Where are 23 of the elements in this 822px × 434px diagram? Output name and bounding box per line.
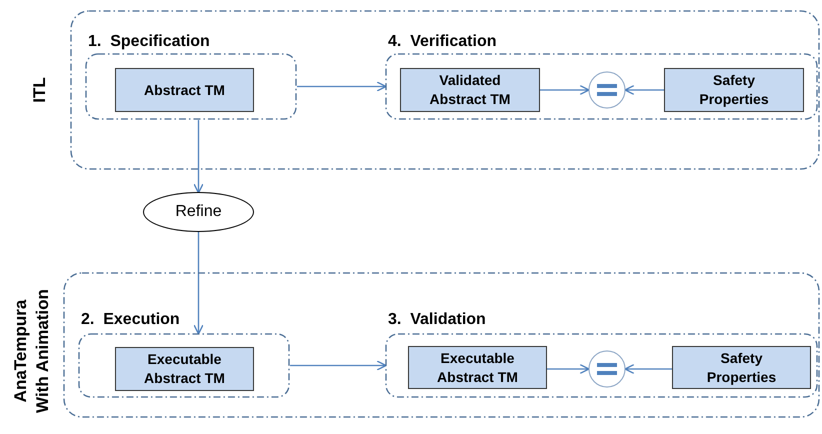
group-heading: 2. Execution <box>81 310 180 330</box>
process-box: Abstract TM <box>115 68 254 112</box>
arrow <box>193 120 204 194</box>
group-label: AnaTempura With Animation <box>10 288 52 415</box>
arrow <box>624 364 672 374</box>
ellipse-node: Refine <box>143 192 254 232</box>
arrow <box>290 360 387 371</box>
arrow <box>624 84 664 96</box>
arrow <box>193 232 204 335</box>
process-box: Executable Abstract TM <box>115 347 254 391</box>
arrow <box>547 364 590 374</box>
arrow <box>540 84 590 96</box>
equals-symbol <box>588 71 626 109</box>
arrow <box>297 81 387 92</box>
process-box: Safety Properties <box>672 346 811 389</box>
process-box: Safety Properties <box>664 68 804 112</box>
process-box: Executable Abstract TM <box>408 346 547 389</box>
process-box: Validated Abstract TM <box>400 68 540 112</box>
group-heading: 4. Verification <box>388 32 496 52</box>
equals-symbol <box>588 350 626 388</box>
group-heading: 1. Specification <box>88 32 210 52</box>
group-heading: 3. Validation <box>388 310 486 330</box>
group-label: ITL <box>29 76 50 105</box>
